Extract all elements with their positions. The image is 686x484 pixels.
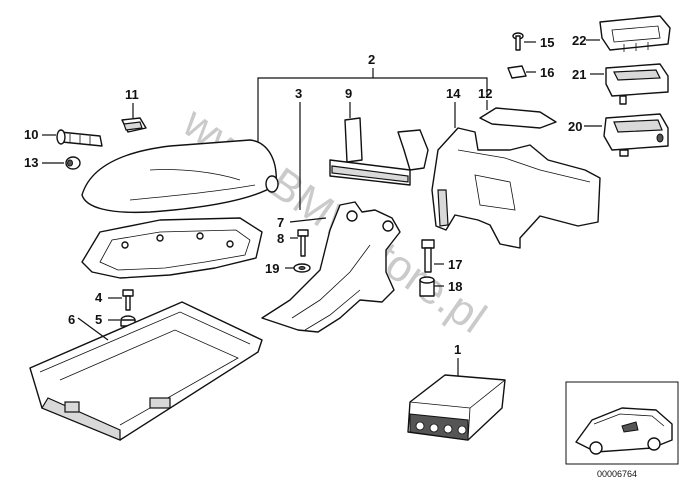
callout-18: 18 xyxy=(448,279,462,294)
callout-20: 20 xyxy=(568,119,582,134)
callout-2: 2 xyxy=(368,52,375,67)
part-15-screw xyxy=(512,32,536,51)
callout-8: 8 xyxy=(277,231,284,246)
part-14-console-frame xyxy=(431,102,601,249)
part-10-clip xyxy=(42,129,103,147)
part-13-grommet xyxy=(42,156,81,170)
part-21-switch xyxy=(590,63,669,105)
callout-15: 15 xyxy=(540,35,554,50)
part-16-clip xyxy=(507,65,536,79)
vehicle-inset xyxy=(565,381,679,465)
group-bracket-2 xyxy=(257,68,488,185)
part-17-bolt xyxy=(421,239,444,273)
part-12-trim xyxy=(479,100,557,129)
callout-4: 4 xyxy=(95,290,103,305)
part-9-hinge xyxy=(329,102,429,186)
part-3-bracket xyxy=(261,102,401,333)
callout-3: 3 xyxy=(295,86,302,101)
callout-9: 9 xyxy=(345,86,352,101)
callout-7: 7 xyxy=(277,215,284,230)
callout-12: 12 xyxy=(478,86,492,101)
part-1-box xyxy=(407,358,506,441)
callout-5: 5 xyxy=(95,312,102,327)
part-5-nut xyxy=(108,315,136,327)
callout-21: 21 xyxy=(572,67,586,82)
part-8-bolt xyxy=(290,229,309,257)
armrest-lid xyxy=(81,139,279,214)
callout-1: 1 xyxy=(454,342,461,357)
diagram-code: 00006764 xyxy=(597,469,637,479)
lid-inner-plate xyxy=(81,217,263,279)
part-22-housing xyxy=(586,15,671,52)
callout-6: 6 xyxy=(68,312,75,327)
callout-10: 10 xyxy=(24,127,38,142)
callout-11: 11 xyxy=(125,87,139,102)
callout-17: 17 xyxy=(448,257,462,272)
callout-22: 22 xyxy=(572,33,586,48)
part-20-switch xyxy=(584,113,669,157)
callout-14: 14 xyxy=(446,86,461,101)
part-6-tray xyxy=(29,301,263,441)
part-18-spacer xyxy=(419,276,444,297)
callout-19: 19 xyxy=(265,261,279,276)
callout-13: 13 xyxy=(24,155,38,170)
part-19-washer xyxy=(285,263,311,273)
part-4-screw xyxy=(108,289,134,311)
part-11-clip xyxy=(121,103,147,133)
callout-16: 16 xyxy=(540,65,554,80)
